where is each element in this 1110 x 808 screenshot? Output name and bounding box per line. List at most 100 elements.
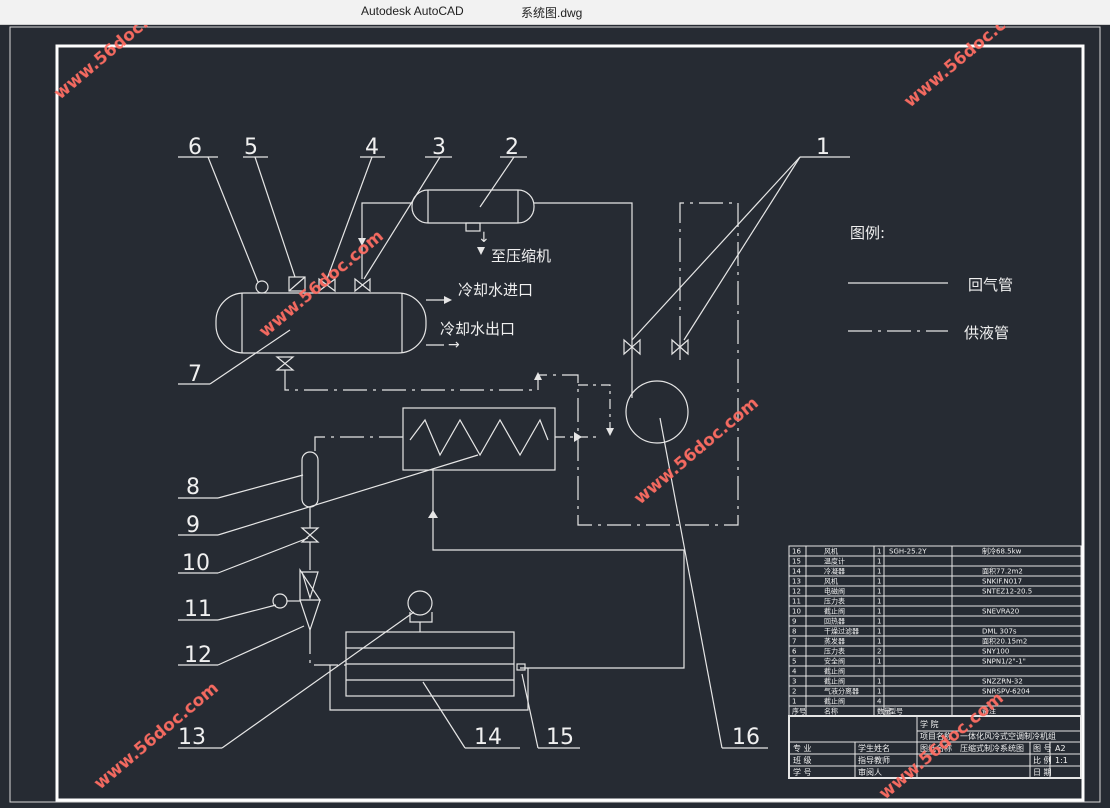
callout-5: 5 (244, 135, 258, 160)
bom-cell-note: SNZZRN-32 (982, 678, 1023, 686)
bom-cell-name: 截止阀 (824, 697, 845, 706)
bom-cell-no: 4 (792, 668, 797, 676)
callout-13: 13 (178, 725, 206, 750)
tb-sheet-label: 图 号 (1033, 744, 1052, 753)
bom-cell-qty: 1 (877, 658, 881, 666)
bom-header-cell: 名称 (824, 707, 838, 716)
bom-cell-no: 14 (792, 568, 801, 576)
callout-2: 2 (505, 135, 519, 160)
svg-text:↓: ↓ (478, 230, 490, 246)
bom-cell-no: 13 (792, 578, 801, 586)
tb-class: 班 级 (793, 755, 812, 765)
callout-14: 14 (474, 725, 502, 750)
bom-cell-no: 8 (792, 628, 796, 636)
bom-cell-model: SGH-25.2Y (889, 548, 927, 556)
compressor[interactable] (625, 380, 689, 444)
callout-4: 4 (365, 135, 379, 160)
bom-cell-note: SNPN1/2"-1" (982, 658, 1026, 666)
title-block (788, 715, 1082, 779)
bom-cell-no: 16 (792, 548, 801, 556)
bom-cell-note: SNRSPV-6204 (982, 688, 1030, 696)
bom-cell-name: 干燥过滤器 (824, 627, 859, 636)
label-cooling-water-out: 冷却水出口 (440, 320, 515, 338)
gas-liquid-separator[interactable] (411, 189, 535, 224)
bom-cell-name: 回热器 (824, 617, 845, 626)
bom-cell-name: 压力表 (824, 597, 845, 606)
bom-cell-name: 风机 (824, 547, 838, 556)
tb-project-label: 项目名称 (920, 731, 952, 741)
bom-cell-name: 压力表 (824, 647, 845, 656)
bom-cell-note: 面积20.15m2 (982, 637, 1027, 646)
drawing-border (55, 44, 1085, 802)
tb-scale-label: 比 例 (1033, 755, 1052, 765)
bom-cell-no: 5 (792, 658, 796, 666)
tb-school: 学 院 (920, 719, 939, 729)
callout-8: 8 (186, 475, 200, 500)
svg-text:→: → (448, 337, 460, 353)
callout-10: 10 (182, 551, 210, 576)
outer-frame (9, 26, 1101, 803)
regenerator[interactable] (402, 407, 556, 471)
bom-cell-note: SNTEZ12-20.5 (982, 588, 1032, 596)
bom-header-cell: 型号 (889, 707, 903, 716)
bom-cell-name: 风机 (824, 577, 838, 586)
callout-3: 3 (432, 135, 446, 160)
bom-cell-no: 9 (792, 618, 796, 626)
bom-cell-no: 3 (792, 678, 796, 686)
watermark-4: www.56doc.com (630, 393, 762, 509)
bom-cell-name: 安全阀 (824, 657, 845, 666)
callout-11: 11 (184, 597, 212, 622)
callout-15: 15 (546, 725, 574, 750)
bom-cell-no: 6 (792, 648, 797, 656)
bom-cell-name: 冷凝器 (824, 567, 845, 576)
bom-cell-no: 1 (792, 698, 796, 706)
callout-12: 12 (184, 643, 212, 668)
callout-7: 7 (188, 362, 202, 387)
bom-cell-no: 15 (792, 558, 801, 566)
bom-cell-qty: 1 (877, 588, 881, 596)
cad-drawing-canvas[interactable]: 6 5 4 3 2 1 7 8 9 10 11 12 13 14 15 16 至… (0, 25, 1110, 808)
legend-supply-pipe: 供液管 (964, 324, 1009, 342)
bom-cell-name: 截止阀 (824, 607, 845, 616)
watermark-3: www.56doc.com (255, 226, 387, 342)
bom-cell-note: SNEVRA20 (982, 608, 1019, 616)
tb-student: 学生姓名 (858, 743, 890, 753)
bom-cell-no: 10 (792, 608, 801, 616)
bom-cell-no: 2 (792, 688, 796, 696)
bom-cell-note: DML 307s (982, 628, 1017, 636)
file-name: 系统图.dwg (521, 6, 583, 20)
watermark-1: www.56doc.com (50, 25, 182, 104)
legend-title: 图例: (850, 224, 885, 242)
bom-cell-qty: 1 (877, 548, 881, 556)
tb-sheet: A2 (1055, 744, 1066, 753)
tb-project: 一体化风冷式空调制冷机组 (960, 731, 1056, 741)
bom-cell-qty: 1 (877, 568, 881, 576)
evaporator[interactable] (215, 292, 427, 354)
bom-header-cell: 备注 (982, 707, 996, 716)
bom-cell-no: 7 (792, 638, 796, 646)
bom-cell-note: 面积77.2m2 (982, 567, 1023, 576)
bom-cell-no: 12 (792, 588, 801, 596)
condenser-fan[interactable] (407, 590, 433, 616)
bom-cell-name: 气液分离器 (824, 687, 859, 696)
tb-drawing-label: 图纸名称 (920, 743, 952, 753)
bom-cell-qty: 1 (877, 608, 881, 616)
bom-cell-qty: 1 (877, 638, 881, 646)
bom-cell-qty: 2 (877, 648, 881, 656)
callout-16: 16 (732, 725, 760, 750)
dryer-filter[interactable] (301, 451, 319, 508)
callout-1: 1 (816, 135, 830, 160)
bom-cell-qty: 1 (877, 578, 881, 586)
window-title-bar: Autodesk AutoCAD 系统图.dwg (0, 0, 1110, 25)
tb-scale: 1:1 (1055, 756, 1068, 765)
watermark-2: www.56doc.com (900, 25, 1032, 112)
label-to-compressor: 至压缩机 (491, 247, 551, 265)
tb-major: 专 业 (793, 743, 812, 753)
bom-cell-name: 截止阀 (824, 667, 845, 676)
callout-9: 9 (186, 513, 200, 538)
tb-advisor: 指导教师 (858, 755, 890, 765)
bom-cell-note: 制冷68.5kw (982, 547, 1022, 556)
bom-cell-note: SNY100 (982, 648, 1009, 656)
label-cooling-water-in: 冷却水进口 (458, 281, 533, 299)
bom-cell-qty: 4 (877, 698, 882, 706)
